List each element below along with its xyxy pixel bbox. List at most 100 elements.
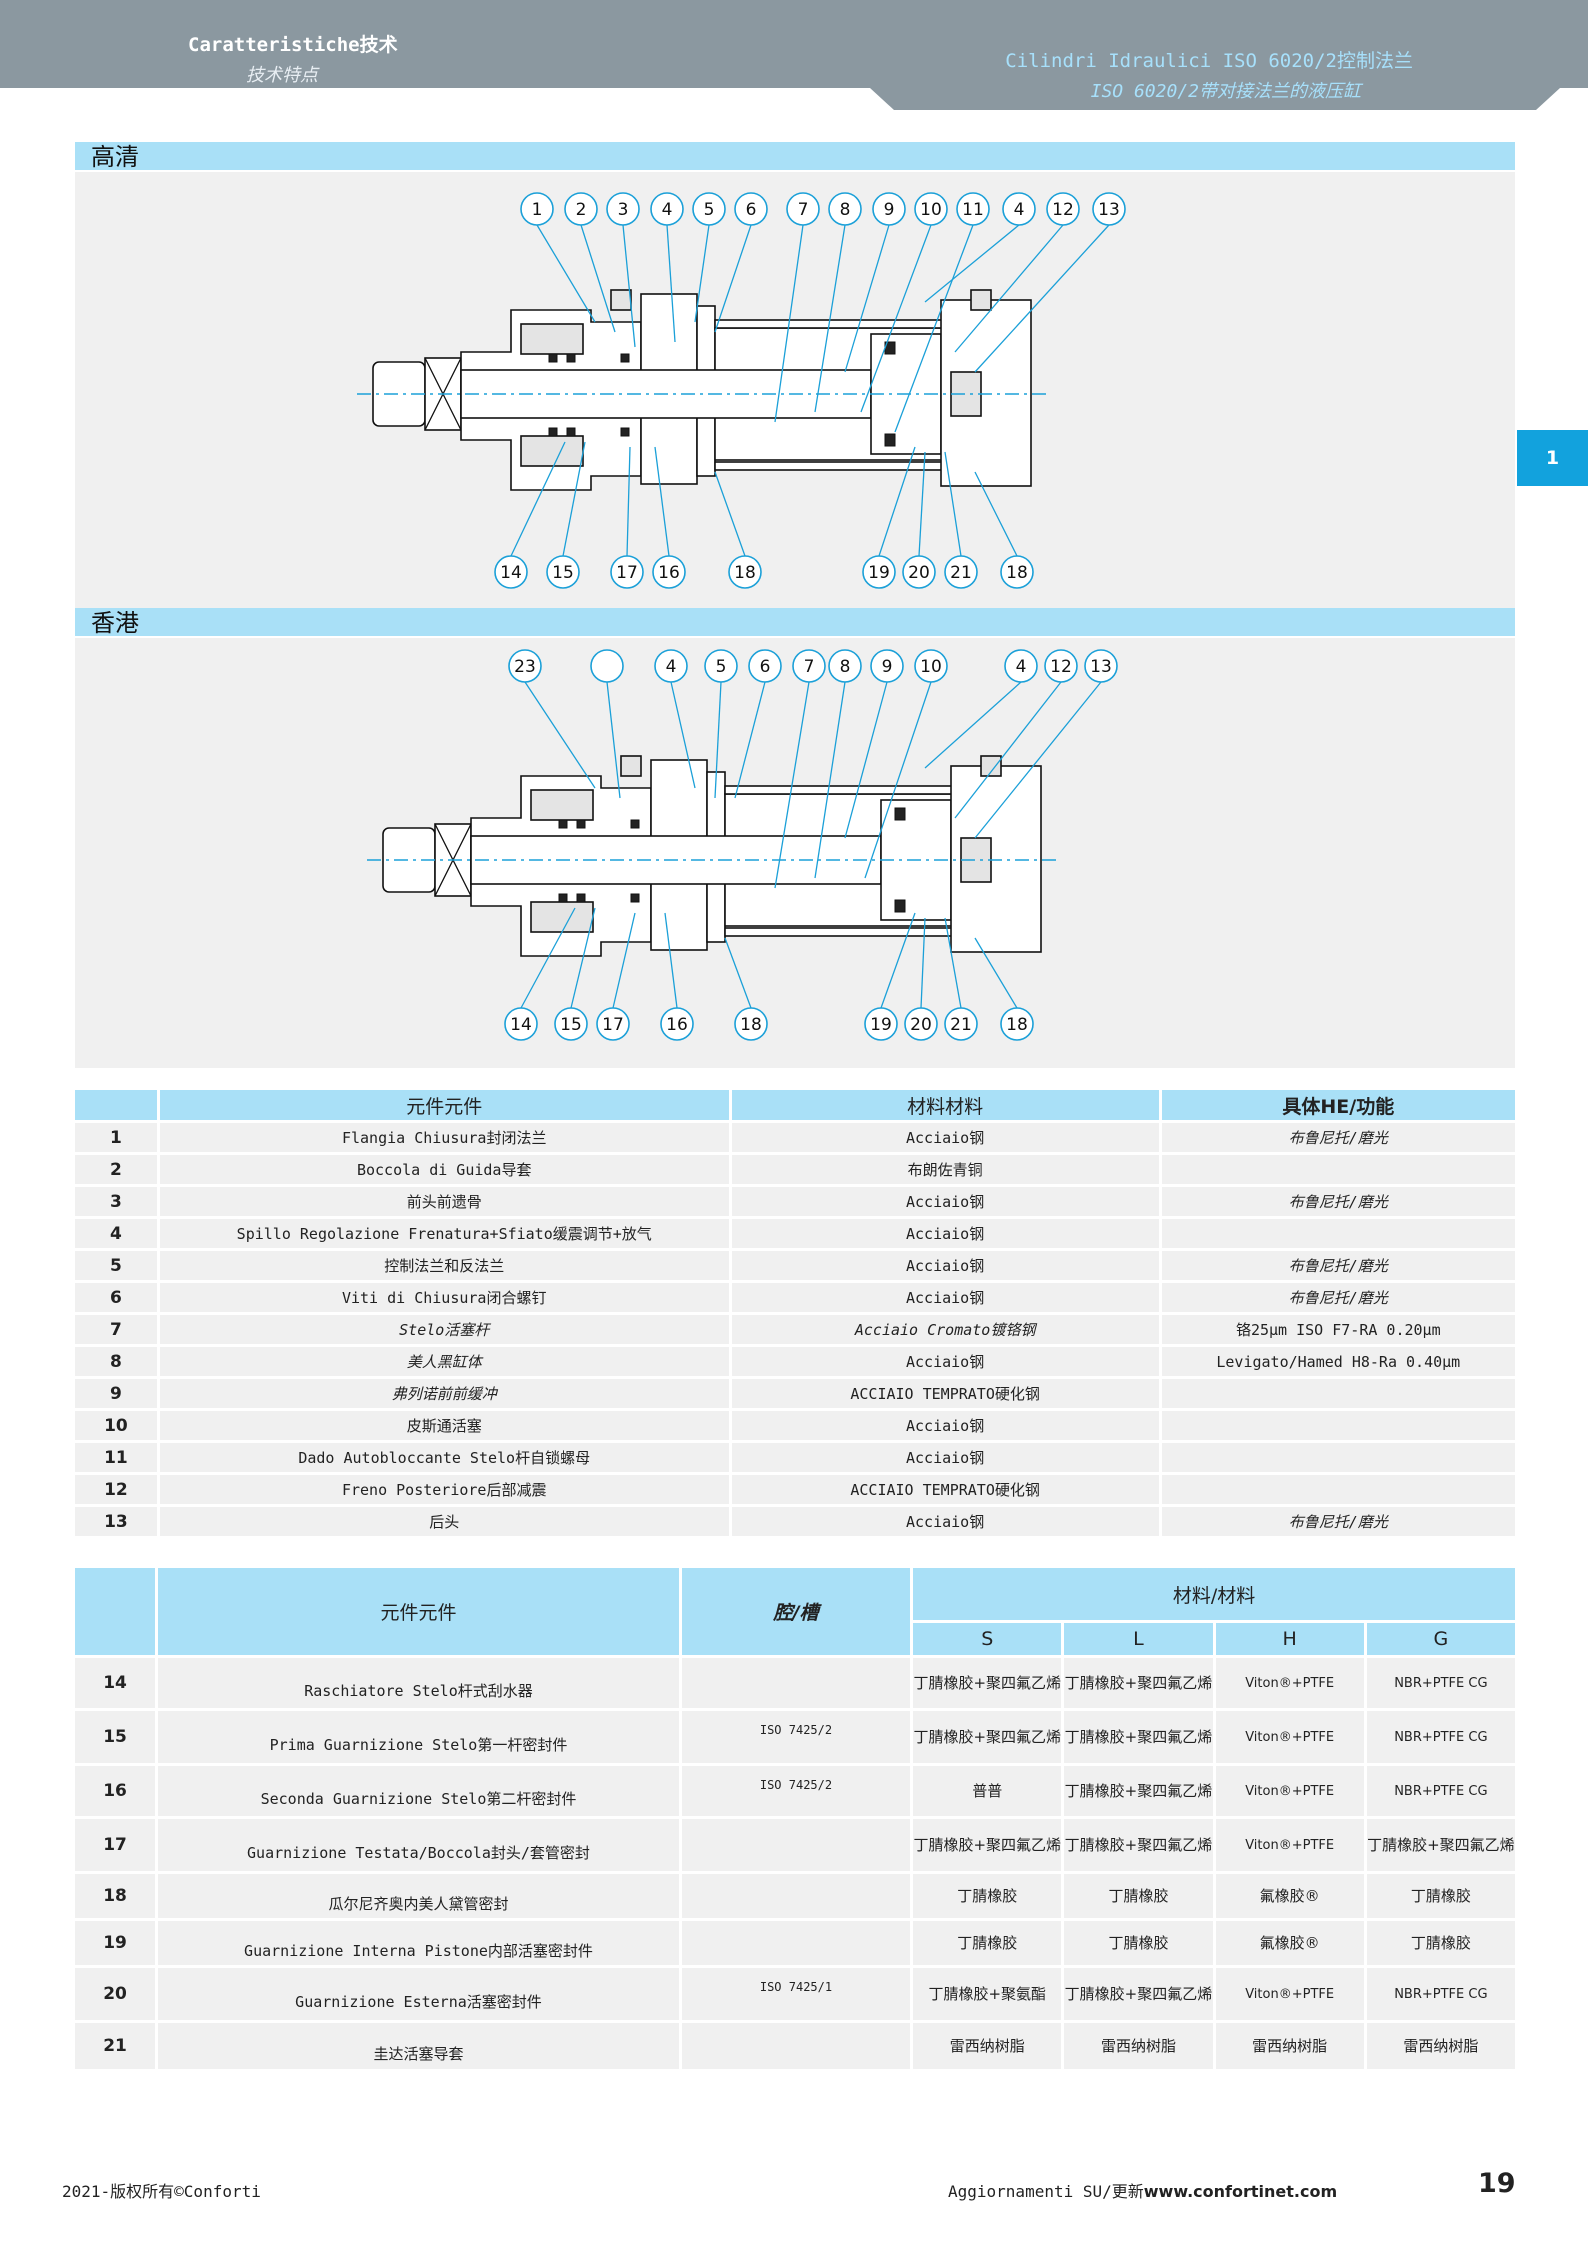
leader-line [920,917,926,1009]
callout-balloon: 11 [956,192,990,226]
leader-line [814,681,846,879]
rod-seal [566,427,576,437]
callout-number: 10 [920,657,942,677]
seal-material-s: 丁腈橡胶 [913,1921,1062,1965]
row-number: 19 [75,1921,156,1965]
callout-balloon [590,649,624,683]
row-number: 12 [75,1475,157,1504]
components-table-header: 元件元件 材料材料 具体HE/功能 [75,1090,1515,1120]
row-number: 4 [75,1219,157,1248]
seal-groove [681,1874,911,1918]
callout-number: 7 [804,657,815,677]
seal-material-h: 氟橡胶® [1215,1921,1364,1965]
callout-number: 23 [514,657,536,677]
seal-groove [681,1658,911,1708]
footer-updates-prefix: Aggiornamenti SU/更新 [948,2182,1144,2201]
seal-material-h: Viton®+PTFE [1215,1711,1364,1763]
callout-number: 13 [1098,200,1120,220]
seal-groove [681,2023,911,2069]
component-spec [1161,1155,1515,1184]
leader-line [536,224,596,323]
callout-number: 19 [870,1015,892,1035]
row-number: 3 [75,1187,157,1216]
callout-balloon: 17 [610,555,644,589]
callout-balloon: 6 [734,192,768,226]
callout-number: 20 [908,563,930,583]
callout-number: 5 [704,200,715,220]
leader-line [924,224,1020,303]
callout-balloon: 5 [704,649,738,683]
leader-line [878,446,916,557]
leader-line [774,224,804,423]
row-number: 16 [75,1766,156,1816]
bleed-screw [970,289,992,311]
header-left: Caratteristiche技术 技术特点 [188,30,398,87]
row-number: 7 [75,1315,157,1344]
component-spec: 布鲁尼托/磨光 [1161,1187,1515,1216]
callout-balloon: 13 [1084,649,1118,683]
seal-material-h: 雷西纳树脂 [1215,2023,1364,2069]
callout-balloon: 9 [870,649,904,683]
seal-material-g: NBR+PTFE CG [1366,1711,1515,1763]
callout-number: 15 [560,1015,582,1035]
callout-number: 4 [662,200,673,220]
header-left-title: Caratteristiche技术 [188,34,398,56]
leader-line [924,681,1022,769]
cylinder-section [367,755,1061,957]
callout-number: 2 [576,200,587,220]
callout-number: 4 [1014,200,1025,220]
rod-seal [548,427,558,437]
component-spec [1161,1379,1515,1408]
callout-balloon: 7 [792,649,826,683]
callout-circle [590,649,624,683]
callout-number: 6 [746,200,757,220]
seal-material-h: Viton®+PTFE [1215,1968,1364,2020]
callout-balloon: 15 [554,1007,588,1041]
seal-material-s: 丁腈橡胶+聚四氟乙烯 [913,1819,1062,1871]
callout-balloon: 12 [1046,192,1080,226]
seals-header-l: L [1064,1623,1213,1655]
seals-header-h: H [1215,1623,1364,1655]
component-material: Acciaio钢 [731,1283,1159,1312]
leader-line [524,681,596,789]
leader-line [666,224,676,343]
component-name: Dado Autobloccante Stelo杆自锁螺母 [159,1443,729,1472]
component-material: Acciaio钢 [731,1123,1159,1152]
callout-balloon: 18 [1000,555,1034,589]
callout-number: 16 [666,1015,688,1035]
callout-number: 14 [500,563,522,583]
callout-balloon: 19 [862,555,896,589]
callout-balloon: 17 [596,1007,630,1041]
seal-name: Seconda Guarnizione Stelo第二杆密封件 [158,1766,679,1816]
rod-seal [548,353,558,363]
seal-name: Guarnizione Testata/Boccola封头/套管密封 [158,1819,679,1871]
seals-header-materials: 材料/材料 [913,1568,1515,1620]
leader-line [954,224,1064,353]
component-material: Acciaio钢 [731,1507,1159,1536]
footer-website-link[interactable]: www.confortinet.com [1143,2182,1338,2201]
callout-number: 6 [760,657,771,677]
seal-name: 圭达活塞导套 [158,2023,679,2069]
seal-material-g: 丁腈橡胶 [1366,1874,1515,1918]
seal-material-g: 雷西纳树脂 [1366,2023,1515,2069]
page-number: 19 [1478,2168,1516,2199]
seals-header-groove: 腔/槽 [681,1568,911,1655]
leader-line [612,912,636,1009]
rod-seal [620,353,630,363]
component-spec: 布鲁尼托/磨光 [1161,1123,1515,1152]
callout-balloon: 8 [828,192,862,226]
leader-line [664,912,678,1009]
seal-material-g: NBR+PTFE CG [1366,1658,1515,1708]
seal-material-s: 丁腈橡胶 [913,1874,1062,1918]
component-material: Acciaio钢 [731,1219,1159,1248]
gland-lower [530,901,594,933]
